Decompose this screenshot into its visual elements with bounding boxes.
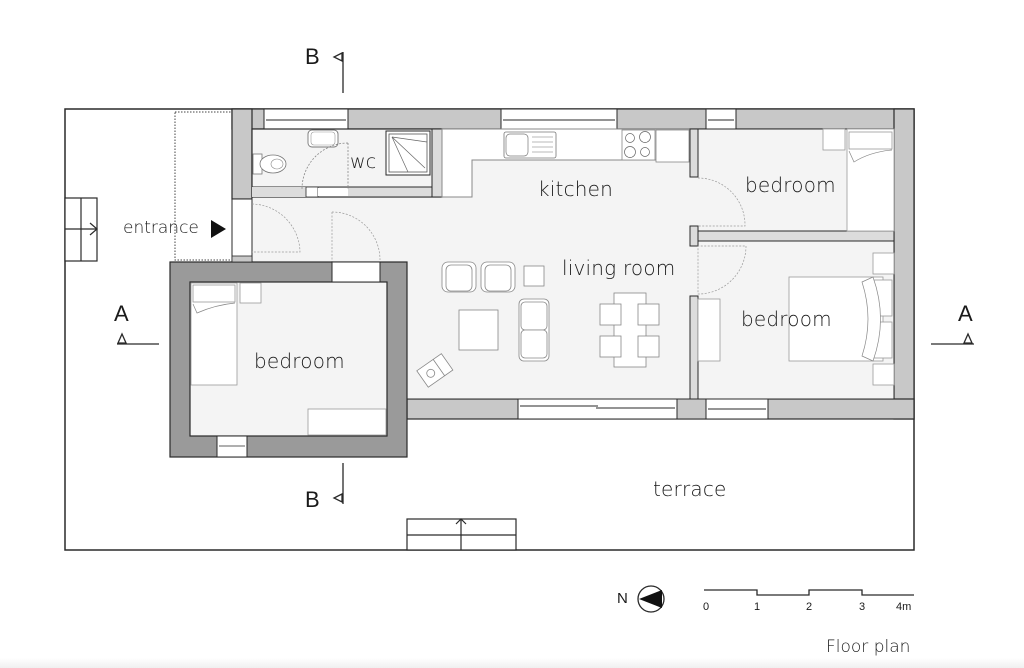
bedroom-se-furniture [697, 245, 895, 386]
scale-tick-0: 0 [703, 601, 710, 613]
scale-tick-3: 3 [859, 601, 866, 613]
bottom-fade [0, 658, 1024, 668]
south-steps [406, 518, 517, 551]
section-a-left-label: A [114, 301, 129, 326]
room-label-living-room: living room [562, 256, 676, 280]
section-b-bottom-label: B [305, 487, 320, 512]
south-windows [517, 398, 769, 420]
room-label-terrace: terrace [653, 477, 727, 501]
room-label-bedroom-se: bedroom [741, 307, 832, 331]
room-label-bedroom-w: bedroom [254, 349, 345, 373]
section-a-right-label: A [958, 301, 973, 326]
wc-block [251, 128, 443, 198]
room-label-kitchen: kitchen [538, 177, 614, 201]
entrance-arrow-icon [211, 220, 226, 238]
scale-tick-2: 2 [806, 601, 813, 613]
entrance-label: entrance [123, 218, 199, 238]
west-steps [64, 197, 98, 262]
entrance-opening [231, 198, 253, 262]
living-room-furniture [416, 261, 660, 388]
entrance-canopy-outline [174, 111, 233, 261]
section-b-top-label: B [305, 44, 320, 69]
scale-bar [704, 589, 914, 596]
north-arrow-icon [637, 585, 665, 613]
bedroom-ne-furniture [697, 128, 895, 232]
west-bedroom-block [169, 255, 408, 458]
north-label: N [617, 590, 628, 607]
room-label-bedroom-ne: bedroom [745, 173, 836, 197]
scale-tick-4m: 4m [896, 601, 912, 613]
column-south [676, 398, 707, 420]
room-label-wc: wc [350, 151, 377, 173]
section-lines [116, 51, 974, 504]
drawing-title: Floor plan [826, 637, 911, 657]
kitchen-counter [441, 128, 693, 198]
scale-tick-1: 1 [754, 601, 761, 613]
